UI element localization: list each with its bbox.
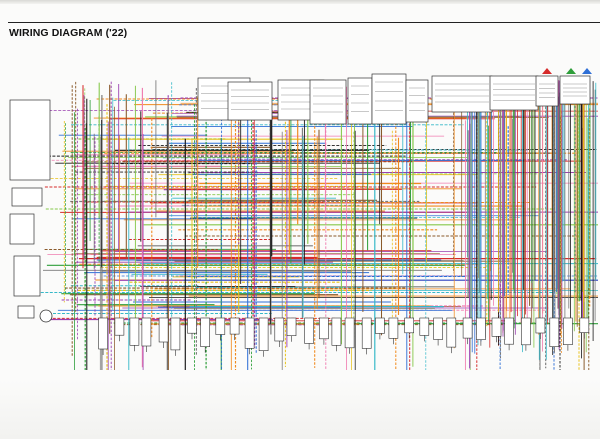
electrical-component-icon — [129, 317, 140, 346]
electrical-component-icon — [229, 317, 240, 335]
connector-marker — [582, 68, 592, 74]
electrical-component-icon — [9, 213, 35, 245]
electrical-component-icon — [187, 317, 197, 334]
electrical-component-icon — [491, 317, 502, 337]
page-fold-shadow — [0, 0, 600, 4]
connector-block-icon — [309, 79, 347, 125]
connector-block-icon — [371, 73, 407, 125]
electrical-component-icon — [13, 255, 41, 297]
motor-icon — [39, 309, 53, 323]
electrical-component-icon — [200, 317, 210, 348]
electrical-component-icon — [98, 317, 108, 350]
electrical-component-icon — [476, 317, 486, 341]
electrical-component-icon — [114, 317, 125, 336]
connector-marker — [542, 68, 552, 74]
electrical-component-icon — [504, 317, 514, 345]
title-rule — [8, 22, 600, 23]
electrical-component-icon — [258, 317, 269, 352]
electrical-component-icon — [304, 317, 314, 344]
connector-block-icon — [535, 75, 559, 107]
electrical-component-icon — [274, 317, 285, 342]
electrical-component-icon — [419, 317, 430, 336]
electrical-component-icon — [549, 317, 560, 348]
connector-block-icon — [431, 75, 493, 113]
page-title: WIRING DIAGRAM ('22) — [9, 27, 128, 39]
electrical-component-icon — [579, 317, 590, 333]
electrical-component-icon — [446, 317, 457, 348]
electrical-component-icon — [141, 317, 152, 347]
connector-block-icon — [559, 75, 591, 105]
electrical-component-icon — [158, 317, 169, 343]
electrical-component-icon — [361, 317, 372, 349]
electrical-component-icon — [319, 317, 329, 340]
electrical-component-icon — [521, 317, 531, 346]
connector-block-icon — [405, 79, 429, 123]
connector-block-icon — [227, 81, 273, 121]
connector-block-icon — [347, 77, 373, 125]
electrical-component-icon — [9, 99, 51, 181]
connector-marker — [566, 68, 576, 74]
electrical-component-icon — [433, 317, 443, 340]
electrical-component-icon — [17, 305, 35, 319]
component-layer — [9, 68, 592, 357]
electrical-component-icon — [331, 317, 342, 346]
connector-block-icon — [489, 75, 539, 111]
electrical-component-icon — [11, 187, 43, 207]
electrical-component-icon — [286, 317, 297, 337]
electrical-component-icon — [344, 317, 355, 349]
electrical-component-icon — [563, 317, 573, 346]
electrical-component-icon — [388, 317, 399, 339]
electrical-component-icon — [215, 317, 226, 335]
electrical-component-icon — [535, 317, 546, 334]
electrical-component-icon — [462, 317, 473, 339]
electrical-component-icon — [170, 317, 181, 351]
electrical-component-icon — [375, 317, 385, 334]
electrical-component-icon — [404, 317, 415, 334]
electrical-component-icon — [244, 317, 255, 349]
